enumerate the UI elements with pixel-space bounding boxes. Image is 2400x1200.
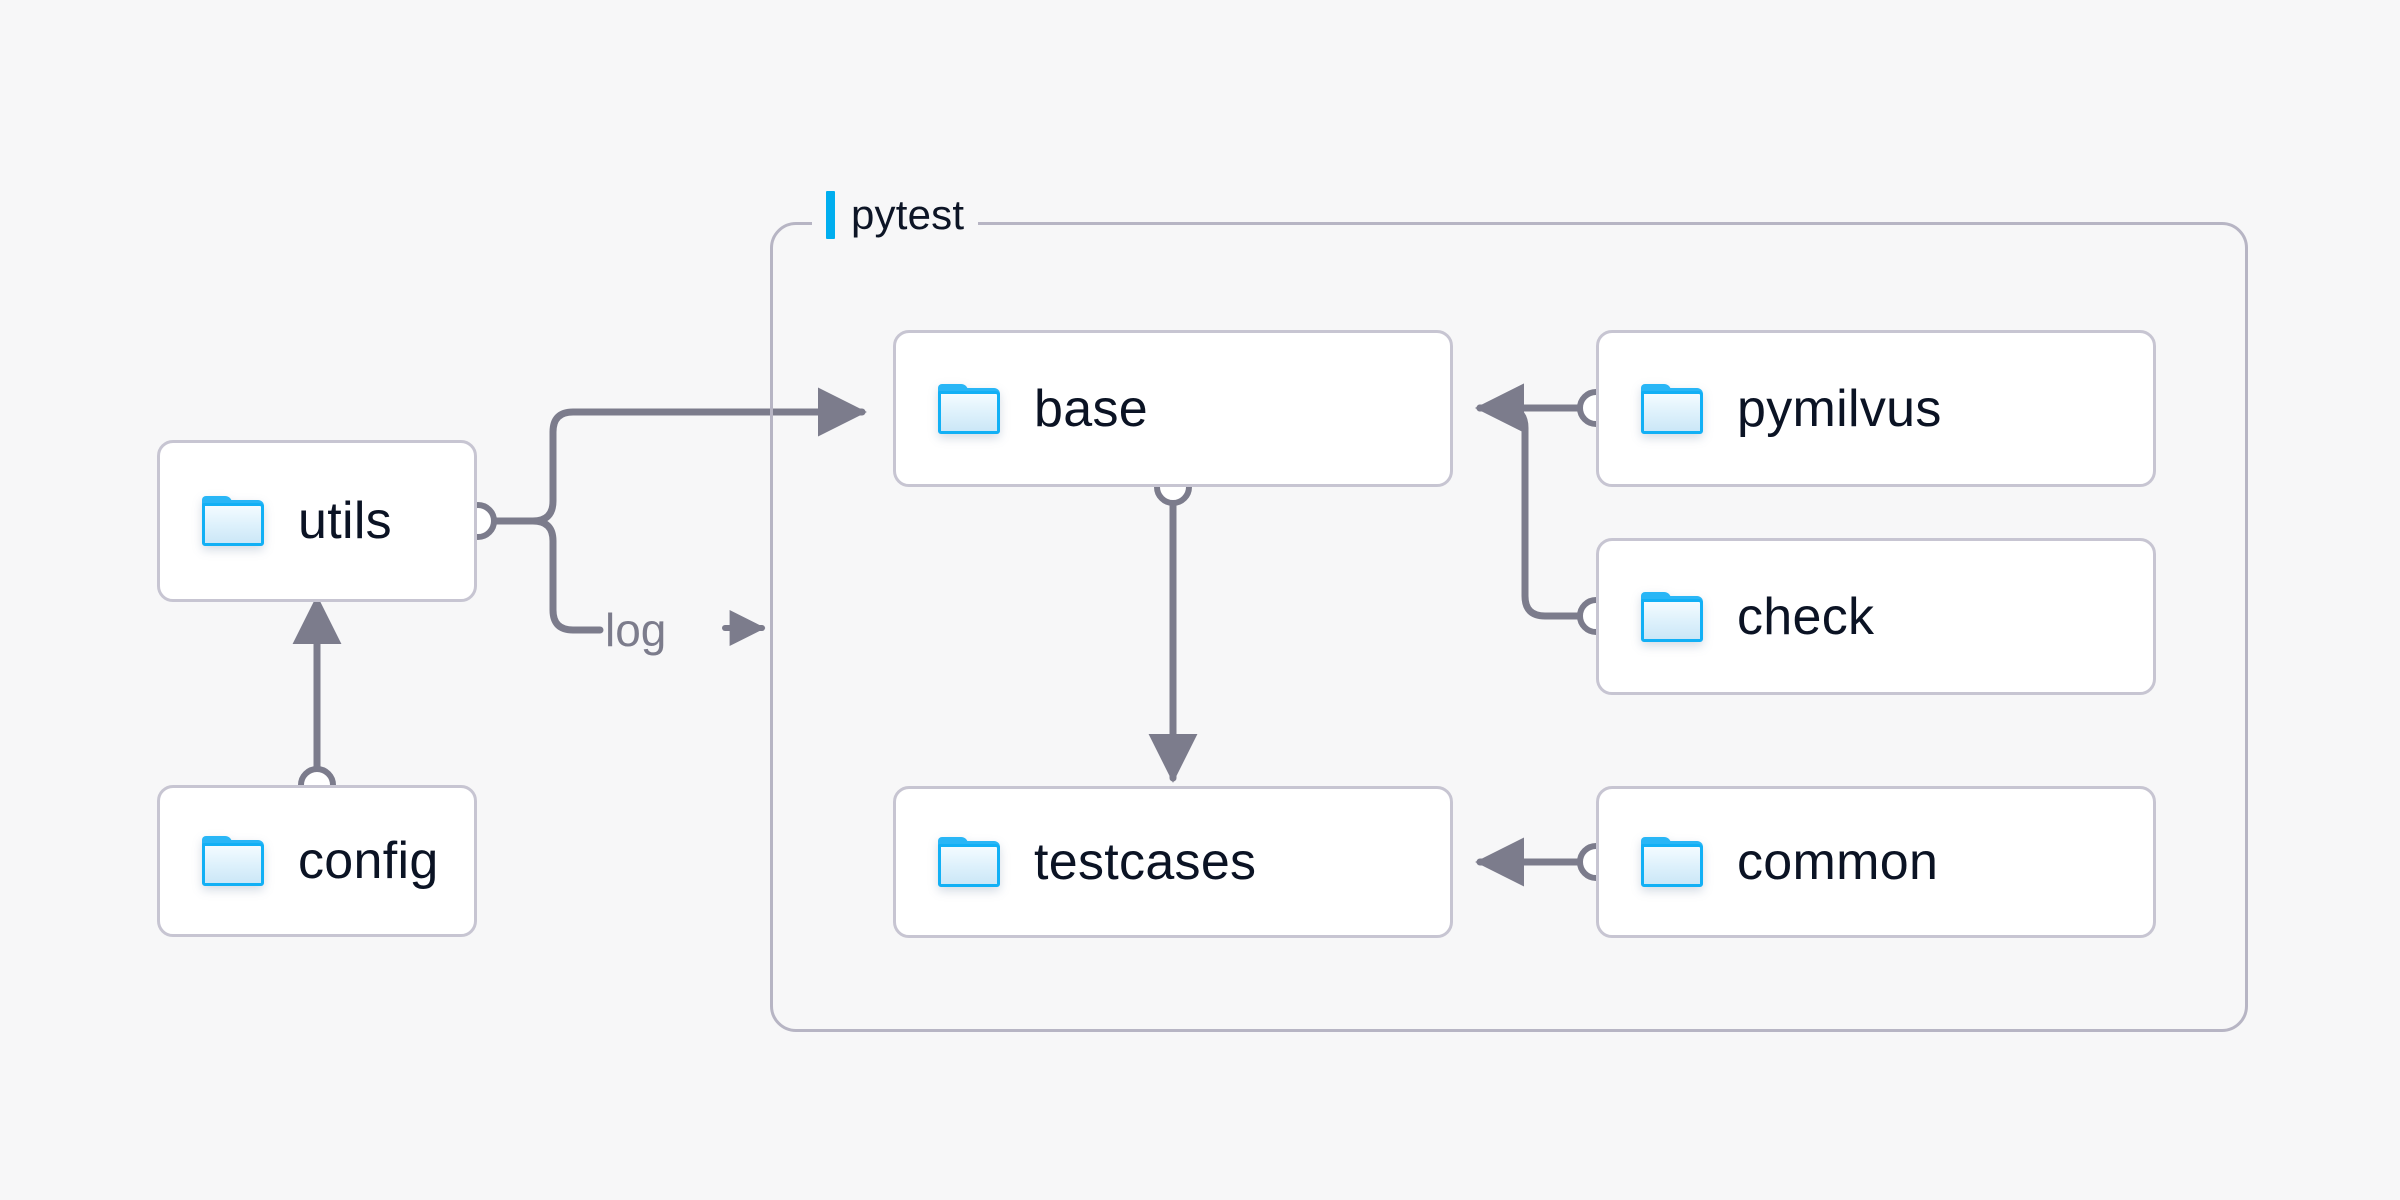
node-pymilvus-label: pymilvus [1737,379,1942,438]
node-pymilvus[interactable]: pymilvus [1596,330,2156,487]
node-config-label: config [298,832,439,890]
edge-utils-to-log [489,517,604,634]
folder-icon [202,496,264,546]
node-testcases-label: testcases [1034,833,1257,891]
node-check-label: check [1737,587,1875,646]
group-pytest-label: pytest [812,187,979,243]
folder-icon [202,836,264,886]
node-base-label: base [1034,379,1148,438]
node-testcases[interactable]: testcases [893,786,1453,938]
folder-icon [938,383,1000,434]
node-common-label: common [1737,833,1939,891]
edge-label-log: log [605,604,667,656]
node-utils[interactable]: utils [157,440,477,602]
group-pytest-title: pytest [851,191,965,238]
folder-icon [1641,837,1703,887]
folder-icon [938,837,1000,887]
node-common[interactable]: common [1596,786,2156,938]
node-check[interactable]: check [1596,538,2156,695]
folder-icon [1641,383,1703,434]
edge-check-to-base [1475,383,1584,620]
accent-bar-icon [826,191,835,239]
folder-icon [1641,591,1703,642]
node-config[interactable]: config [157,785,477,937]
node-base[interactable]: base [893,330,1453,487]
node-utils-label: utils [298,492,392,550]
group-pytest[interactable] [770,222,2248,1032]
